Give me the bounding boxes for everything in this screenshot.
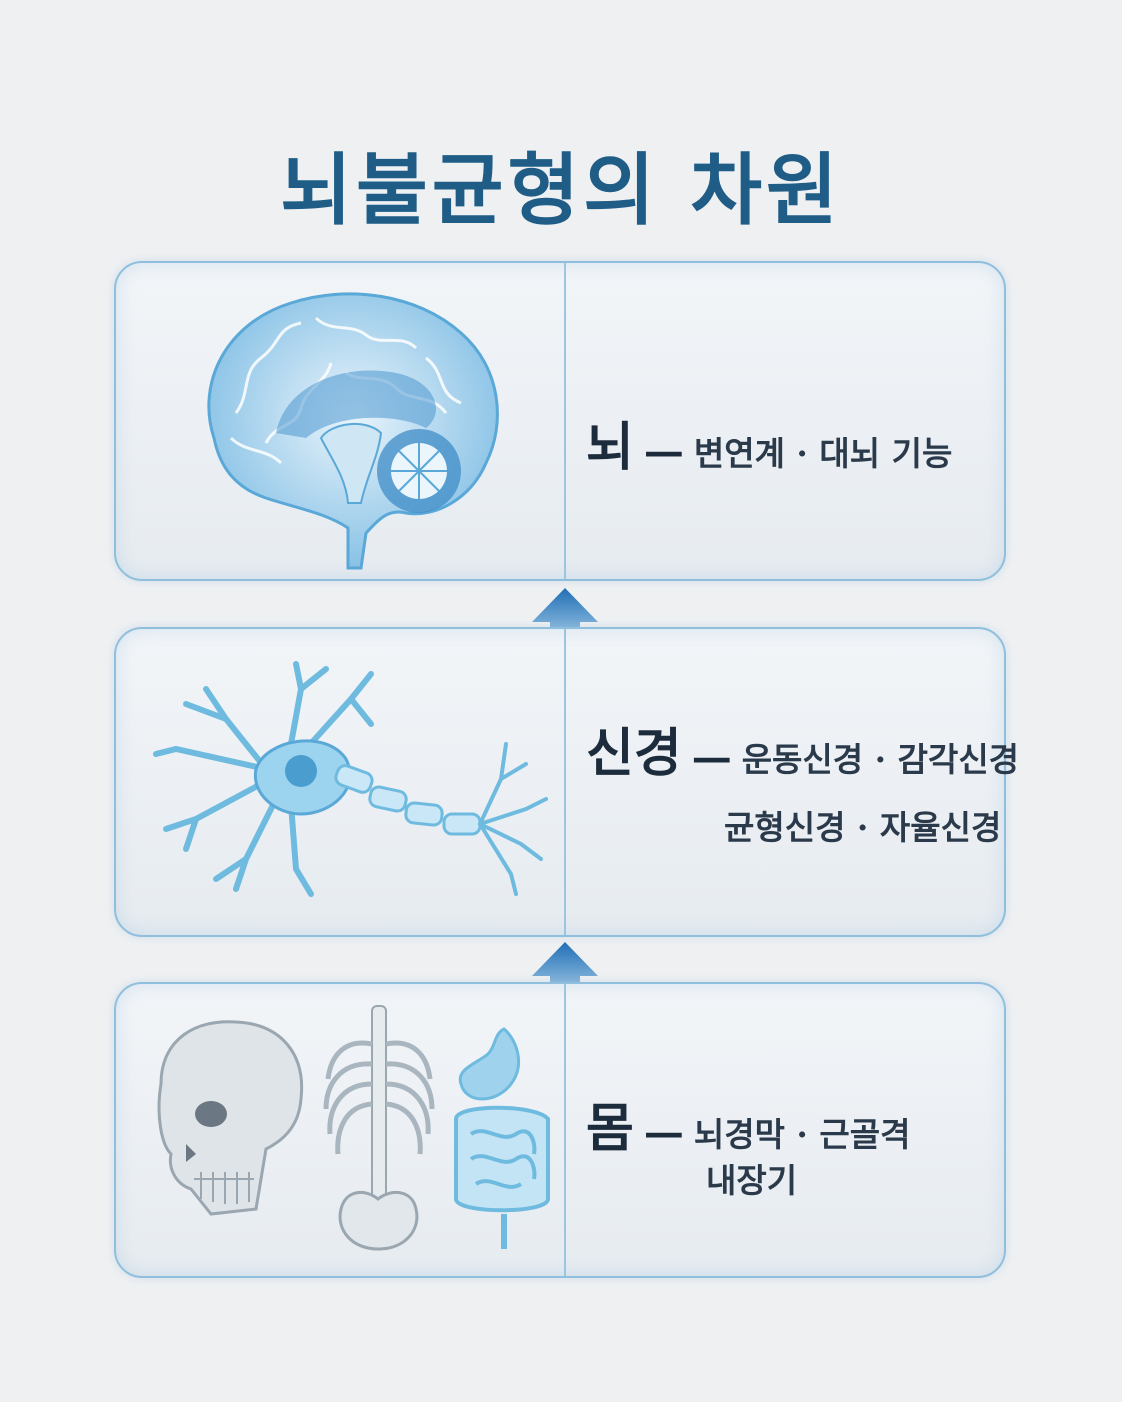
level-dash: —: [643, 428, 684, 475]
panel-divider: [564, 629, 566, 935]
level-dash: —: [643, 1109, 684, 1156]
level-name: 몸: [586, 1098, 634, 1159]
body-illustrations: [157, 1005, 550, 1251]
skeleton-icon: [323, 1005, 435, 1251]
level-dash: —: [691, 734, 732, 781]
panel-divider: [564, 263, 566, 579]
level-name: 신경: [586, 723, 682, 784]
level-detail: 변연계 · 대뇌 기능: [693, 434, 953, 473]
panel-divider: [564, 984, 566, 1276]
page-title: 뇌불균형의 차원: [280, 145, 842, 236]
arrow-up-icon: [532, 942, 598, 1012]
level-detail: 균형신경 · 자율신경: [724, 808, 1002, 847]
skull-icon: [157, 1020, 304, 1216]
level-detail: 뇌경막 · 근골격: [693, 1115, 911, 1154]
level-panel-body: 몸—뇌경막 · 근골격 내장기: [114, 982, 1006, 1278]
level-detail: 운동신경 · 감각신경: [741, 740, 1020, 779]
brain-icon: [207, 292, 499, 570]
level-name: 뇌: [586, 417, 634, 478]
level-panel-brain: 뇌—변연계 · 대뇌 기능: [114, 261, 1006, 581]
level-panel-nerve: 신경—운동신경 · 감각신경 균형신경 · 자율신경: [114, 627, 1019, 937]
level-detail: 내장기: [706, 1161, 798, 1200]
neuron-icon: [153, 661, 548, 897]
digestive-organs-icon: [454, 1027, 550, 1249]
arrow-up-icon: [532, 588, 598, 658]
